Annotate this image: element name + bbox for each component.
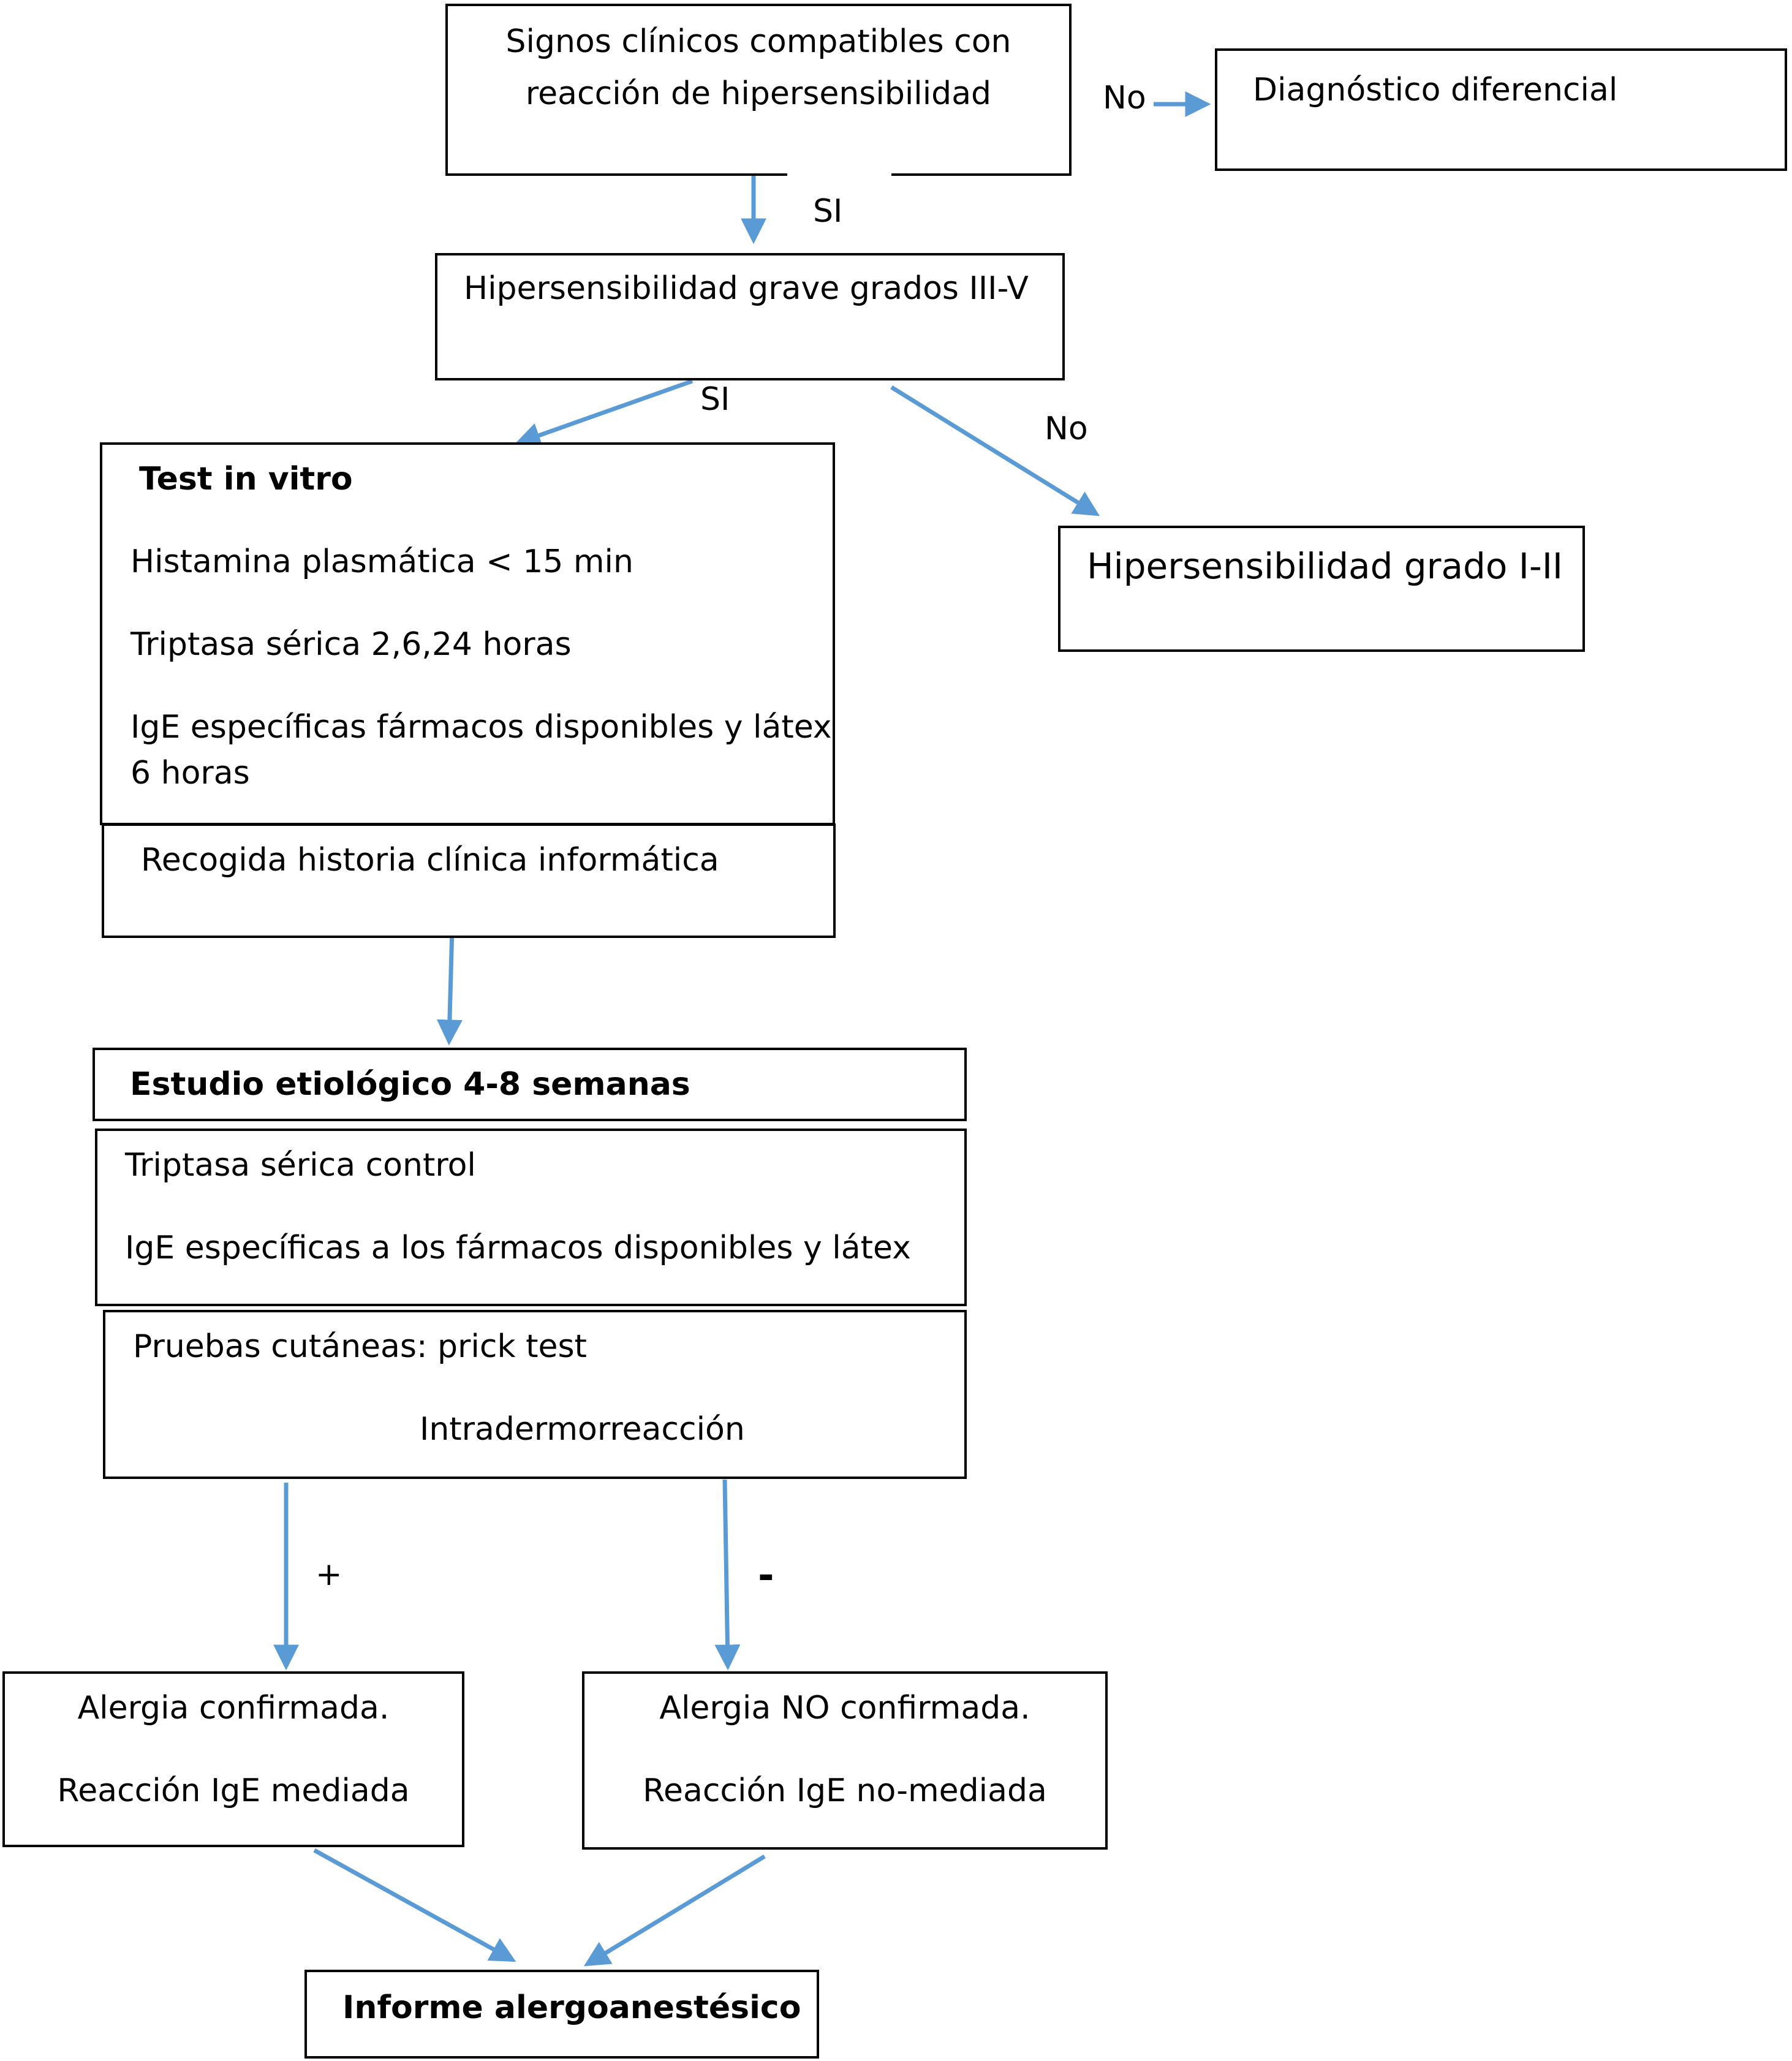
arrow-severe-to-invitro [515,379,694,448]
allergy-confirmed-line1: Alergia confirmada. [77,1690,390,1726]
in-vitro-test-box: Test in vitro Histamina plasmática < 15 … [100,442,835,825]
etiologic-study-box: Estudio etiológico 4-8 semanas [93,1048,967,1121]
grade-1-2-box: Hipersensibilidad grado I-II [1058,526,1585,652]
clinical-signs-line1: Signos clínicos compatibles con [505,23,1011,60]
in-vitro-item-ige-time: 6 horas [130,755,250,792]
label-no-2: No [1045,410,1088,447]
differential-diagnosis-text: Diagnóstico diferencial [1253,72,1618,108]
clinical-signs-line2: reacción de hipersensibilidad [525,75,992,112]
control-tryptase: Triptasa sérica control [125,1147,476,1184]
in-vitro-item-ige: IgE específicas fármacos disponibles y l… [130,709,832,746]
arrow-history-to-etiologic [436,928,463,1046]
report-box: Informe alergoanestésico [304,1970,819,2059]
clinical-signs-box: Signos clínicos compatibles con reacción… [445,4,1072,176]
skin-intradermal: Intradermorreacción [420,1411,745,1448]
label-plus: + [316,1556,342,1593]
arrow-notconfirmed-to-report [583,1855,766,1967]
allergy-not-confirmed-line1: Alergia NO confirmada. [659,1690,1030,1726]
skin-prick-test: Pruebas cutáneas: prick test [133,1328,587,1365]
arrow-confirmed-to-report [313,1848,516,1962]
control-ige: IgE específicas a los fármacos disponibl… [125,1230,911,1266]
skin-tests-box: Pruebas cutáneas: prick test Intradermor… [103,1310,967,1479]
allergy-not-confirmed-line2: Reacción IgE no-mediada [643,1772,1047,1809]
report-text: Informe alergoanestésico [342,1989,801,2026]
arrow-skin-to-notconfirmed [714,1479,741,1671]
in-vitro-item-histamine: Histamina plasmática < 15 min [130,543,633,580]
etiologic-study-title: Estudio etiológico 4-8 semanas [130,1066,690,1103]
label-minus: - [758,1553,774,1598]
differential-diagnosis-box: Diagnóstico diferencial [1215,48,1787,171]
label-no-top: No [1103,80,1146,116]
in-vitro-item-tryptase: Triptasa sérica 2,6,24 horas [130,626,572,663]
border-gap [787,172,891,178]
severe-hypersensitivity-box: Hipersensibilidad grave grados III-V [435,253,1065,380]
control-tests-box: Triptasa sérica control IgE específicas … [95,1129,967,1306]
allergy-confirmed-line2: Reacción IgE mediada [57,1772,410,1809]
severe-hypersensitivity-text: Hipersensibilidad grave grados III-V [464,270,1029,307]
label-si-2: SI [700,381,730,418]
in-vitro-title: Test in vitro [139,461,353,497]
allergy-not-confirmed-box: Alergia NO confirmada. Reacción IgE no-m… [582,1671,1108,1850]
arrow-severe-to-grade12 [890,385,1100,516]
grade-1-2-text: Hipersensibilidad grado I-II [1087,545,1563,587]
label-si-1: SI [813,193,843,230]
allergy-confirmed-box: Alergia confirmada. Reacción IgE mediada [2,1671,464,1847]
clinical-history-box: Recogida historia clínica informática [102,823,836,938]
clinical-history-text: Recogida historia clínica informática [141,842,719,879]
